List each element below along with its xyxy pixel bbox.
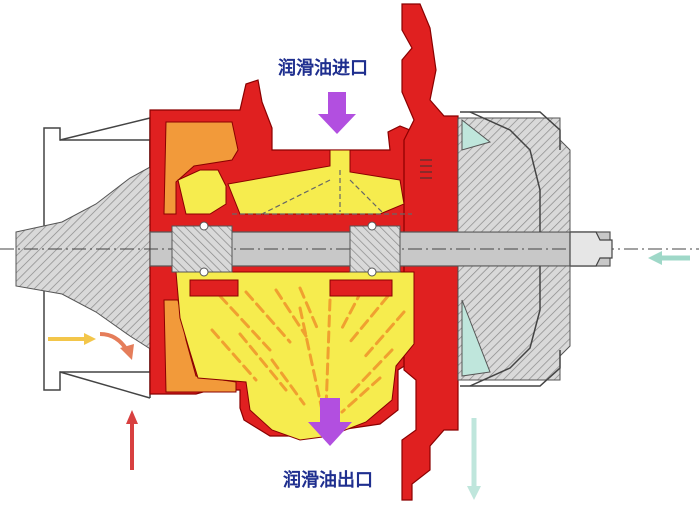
compressor-housing-outline [460,111,561,387]
oil-feed-lines [232,170,412,215]
oil-outlet-label: 润滑油出口 [283,470,373,491]
oil-inlet-label: 润滑油进口 [278,58,368,79]
seal-fins [420,159,432,179]
bearing-supports [189,279,393,297]
oil-sump [175,271,415,441]
oil-inlet-arrow [318,92,356,134]
compressor-flow-arrows [467,251,690,500]
turbine-wheel [15,165,153,351]
turbo-shaft [0,221,699,277]
oil-outlet-arrow [308,398,352,446]
oil-flow-streaks [210,286,406,414]
turbine-flow-arrows [48,332,138,470]
compressor-wheel [457,117,571,381]
oil-gallery-top [177,149,405,215]
